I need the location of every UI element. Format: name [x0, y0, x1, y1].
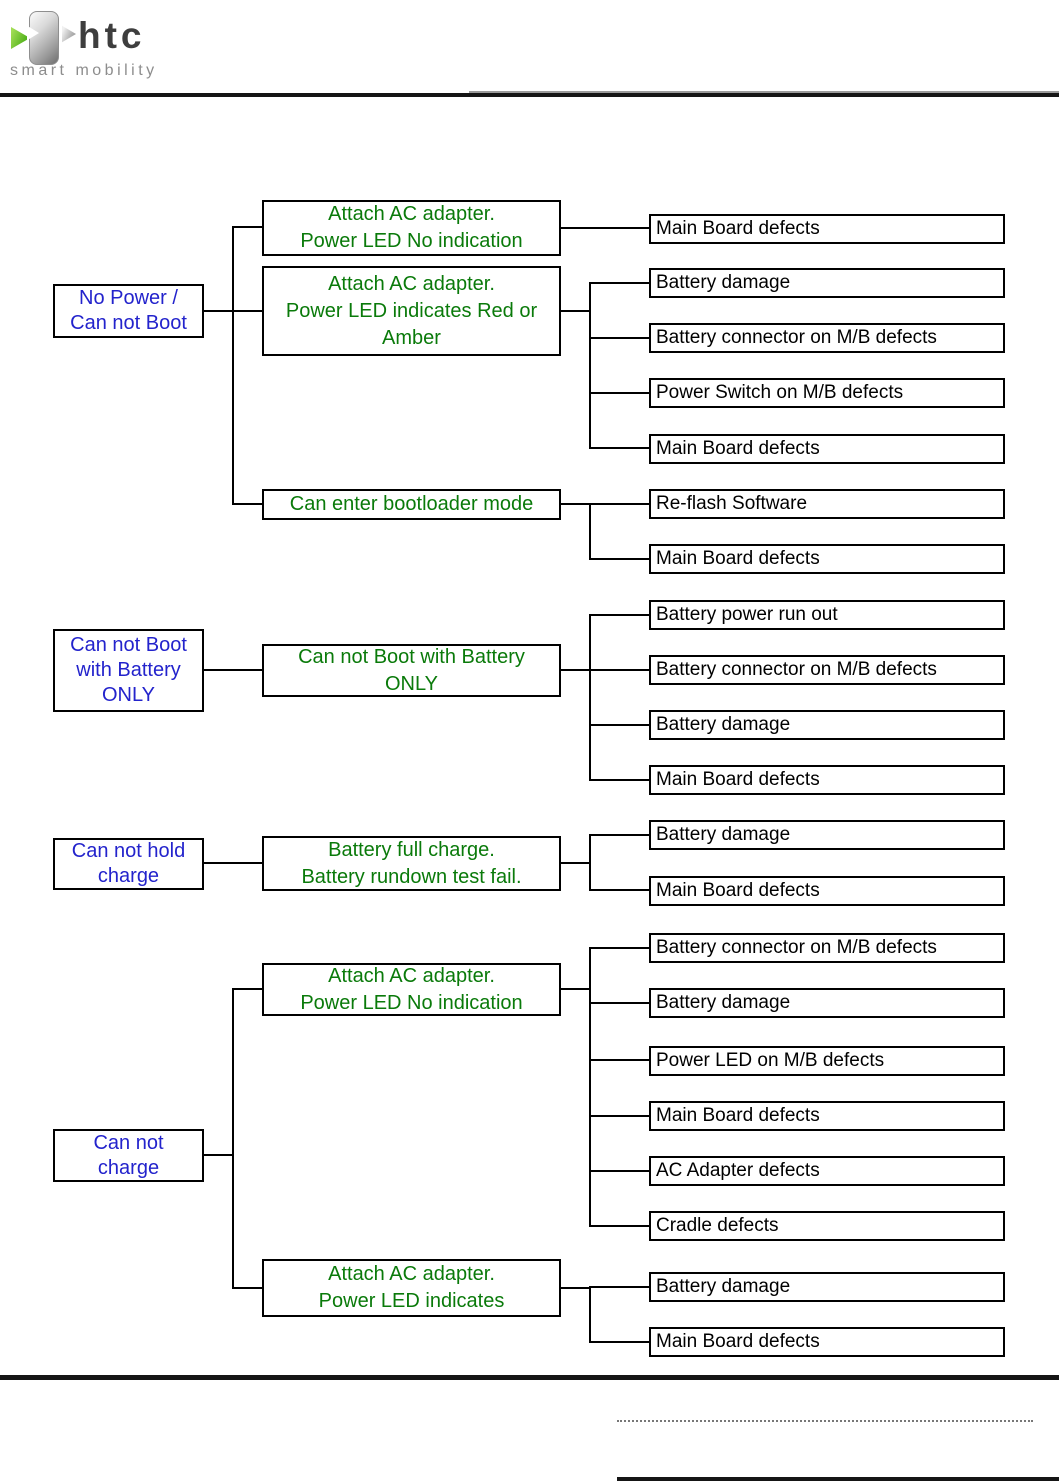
result-box-20: Main Board defects — [649, 1327, 1005, 1357]
connector-line-vertical — [589, 503, 591, 560]
connector-line-horizontal — [233, 226, 262, 228]
connector-line-horizontal — [590, 889, 649, 891]
connector-line-horizontal — [204, 669, 262, 671]
brand-device-icon — [27, 11, 59, 65]
connector-line-horizontal — [590, 447, 649, 449]
result-box-8: Battery connector on M/B defects — [649, 655, 1005, 685]
connector-line-horizontal — [561, 862, 590, 864]
symptom-can-not-boot-with-battery-only: Can not Boot with Battery ONLY — [53, 629, 204, 712]
brand-tagline: smart mobility — [10, 62, 158, 79]
connector-line-vertical — [232, 988, 234, 1289]
symptom-no-power-can-not-boot: No Power / Can not Boot — [53, 284, 204, 338]
connector-line-horizontal — [204, 1154, 233, 1156]
result-box-19: Battery damage — [649, 1272, 1005, 1302]
result-box-1: Battery damage — [649, 268, 1005, 298]
result-box-9: Battery damage — [649, 710, 1005, 740]
connector-line-horizontal — [590, 834, 649, 836]
symptom-can-not-charge: Can not charge — [53, 1129, 204, 1182]
result-box-10: Main Board defects — [649, 765, 1005, 795]
connector-line-horizontal — [590, 337, 649, 339]
result-box-15: Power LED on M/B defects — [649, 1046, 1005, 1076]
connector-line-horizontal — [590, 1286, 649, 1288]
result-box-12: Main Board defects — [649, 876, 1005, 906]
connector-line-horizontal — [590, 1115, 649, 1117]
connector-line-horizontal — [590, 1170, 649, 1172]
connector-line-vertical — [589, 834, 591, 891]
footer-dotted-rule — [617, 1420, 1033, 1422]
connector-line-horizontal — [590, 614, 649, 616]
connector-line-horizontal — [590, 669, 649, 671]
result-box-0: Main Board defects — [649, 214, 1005, 244]
result-box-4: Main Board defects — [649, 434, 1005, 464]
result-box-6: Main Board defects — [649, 544, 1005, 574]
connector-line-horizontal — [590, 724, 649, 726]
connector-line-horizontal — [590, 503, 649, 505]
condition-charge-led-indicates: Attach AC adapter. Power LED indicates — [262, 1259, 561, 1317]
connector-line-horizontal — [233, 310, 262, 312]
connector-line-vertical — [589, 614, 591, 781]
connector-line-horizontal — [561, 227, 649, 229]
footer-rule — [0, 1375, 1059, 1380]
result-box-2: Battery connector on M/B defects — [649, 323, 1005, 353]
result-box-18: Cradle defects — [649, 1211, 1005, 1241]
condition-charge-led-no-indication: Attach AC adapter. Power LED No indicati… — [262, 963, 561, 1016]
result-box-14: Battery damage — [649, 988, 1005, 1018]
footer-edge-rule — [617, 1477, 1059, 1481]
connector-line-horizontal — [590, 1341, 649, 1343]
condition-battery-rundown-test-fail: Battery full charge. Battery rundown tes… — [262, 836, 561, 891]
connector-line-horizontal — [590, 1059, 649, 1061]
result-box-16: Main Board defects — [649, 1101, 1005, 1131]
connector-line-horizontal — [233, 1287, 262, 1289]
connector-line-vertical — [589, 947, 591, 1227]
connector-line-horizontal — [590, 558, 649, 560]
result-box-13: Battery connector on M/B defects — [649, 933, 1005, 963]
condition-ac-adapter-led-no-indication: Attach AC adapter. Power LED No indicati… — [262, 200, 561, 256]
connector-line-horizontal — [233, 503, 262, 505]
connector-line-horizontal — [590, 947, 649, 949]
connector-line-horizontal — [561, 1287, 590, 1289]
result-box-3: Power Switch on M/B defects — [649, 378, 1005, 408]
connector-line-horizontal — [204, 310, 233, 312]
connector-line-horizontal — [590, 282, 649, 284]
symptom-can-not-hold-charge: Can not hold charge — [53, 838, 204, 890]
result-box-7: Battery power run out — [649, 600, 1005, 630]
result-box-5: Re-flash Software — [649, 489, 1005, 519]
connector-line-horizontal — [561, 310, 590, 312]
header-rule-shadow — [469, 91, 1059, 93]
connector-line-horizontal — [590, 392, 649, 394]
connector-line-horizontal — [590, 1225, 649, 1227]
connector-line-vertical — [589, 282, 591, 449]
connector-line-horizontal — [204, 862, 262, 864]
condition-can-enter-bootloader-mode: Can enter bootloader mode — [262, 489, 561, 520]
result-box-17: AC Adapter defects — [649, 1156, 1005, 1186]
result-box-11: Battery damage — [649, 820, 1005, 850]
connector-line-vertical — [589, 1286, 591, 1343]
connector-line-horizontal — [561, 503, 590, 505]
connector-line-vertical — [232, 226, 234, 505]
connector-line-horizontal — [561, 669, 590, 671]
brand-text: htc — [78, 15, 146, 56]
htc-logo: htc smart mobility — [6, 5, 206, 90]
header-rule — [0, 93, 1059, 97]
connector-line-horizontal — [561, 988, 590, 990]
connector-line-horizontal — [590, 779, 649, 781]
connector-line-horizontal — [233, 988, 262, 990]
condition-ac-adapter-led-red-or-amber: Attach AC adapter. Power LED indicates R… — [262, 266, 561, 356]
condition-can-not-boot-with-battery-only: Can not Boot with Battery ONLY — [262, 644, 561, 697]
connector-line-horizontal — [590, 1002, 649, 1004]
